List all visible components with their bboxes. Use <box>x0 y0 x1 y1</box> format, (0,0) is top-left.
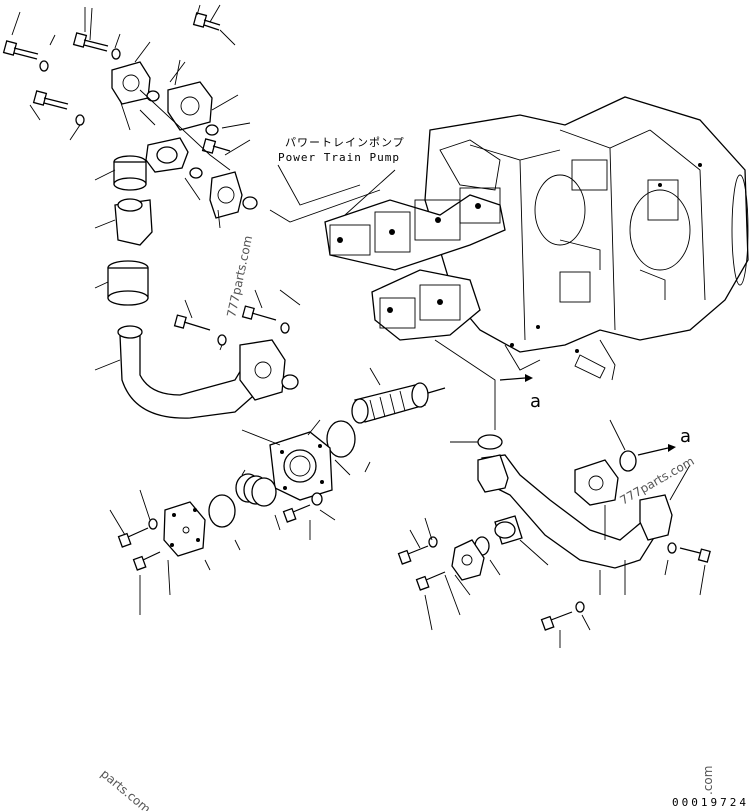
power-train-pump-assembly <box>324 139 506 271</box>
leader-lines-center <box>109 367 381 615</box>
watermark: 777parts.com <box>224 234 255 318</box>
upper-left-parts <box>2 12 299 419</box>
transmission-housing <box>424 96 749 381</box>
delivery-pipe <box>477 444 676 569</box>
watermark: parts.com <box>98 767 153 811</box>
filter-housing <box>269 431 333 501</box>
lower-right-parts: a a <box>397 374 711 631</box>
ref-marker-upper: a <box>680 426 691 447</box>
bolt <box>72 32 109 52</box>
center-parts <box>117 382 446 571</box>
watermark: .com <box>701 766 715 795</box>
sleeve <box>494 515 523 545</box>
leader-lines-upper-left <box>11 4 381 371</box>
bolt <box>415 571 446 591</box>
bolt <box>173 314 211 331</box>
bolt <box>32 90 69 110</box>
ref-marker-lower: a <box>530 391 541 412</box>
pump-label-en: Power Train Pump <box>278 151 400 164</box>
bolt <box>2 40 39 60</box>
bolt <box>282 504 311 523</box>
bolt <box>192 12 221 31</box>
bolt <box>117 527 149 548</box>
elbow-hose <box>114 198 153 246</box>
pump-label-jp: パワートレインポンプ <box>285 136 405 149</box>
bolt <box>679 547 711 563</box>
spring <box>235 473 277 507</box>
drawing-code: 00019724 <box>672 796 749 809</box>
strainer <box>351 382 446 424</box>
bolt <box>241 305 277 321</box>
bolt <box>132 551 161 571</box>
hose-clamp <box>113 155 147 191</box>
cover <box>163 501 206 557</box>
hose-clamp-lower <box>107 260 149 306</box>
pump-callout: パワートレインポンプ Power Train Pump <box>277 136 405 216</box>
bolt <box>397 545 429 565</box>
bolt <box>540 611 573 631</box>
bolt <box>201 138 231 154</box>
lower-pump <box>371 269 481 341</box>
suction-tube <box>117 325 286 419</box>
small-flange <box>451 539 485 581</box>
leader-lines-lower-right <box>409 339 706 648</box>
